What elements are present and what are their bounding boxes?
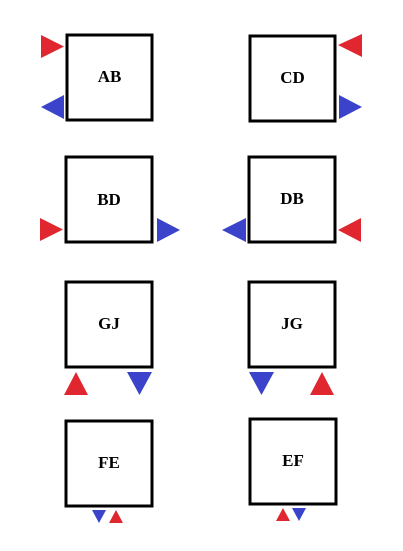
blue-triangle-down [292,508,306,521]
box-bd-frame [64,155,154,244]
box-ab-label: AB [98,67,122,86]
red-triangle-right [41,35,64,58]
box-cd-label: CD [280,68,305,87]
box-bd: BD [40,155,180,244]
box-ef-label: EF [282,451,304,470]
box-cd: CD [248,34,362,123]
box-ab-frame [65,33,154,122]
box-gj-label: GJ [98,314,120,333]
blue-triangle-down [92,510,106,523]
red-triangle-up [109,510,123,523]
box-jg-frame [247,280,337,369]
blue-triangle-down [127,372,152,395]
red-triangle-up [64,372,88,395]
box-cd-frame [248,34,337,123]
box-fe: FE [64,419,154,523]
box-gj: GJ [64,280,154,395]
box-gj-frame [64,280,154,369]
box-jg-label: JG [281,314,303,333]
box-db-frame [247,155,337,244]
box-db-label: DB [280,189,304,208]
red-triangle-up [276,508,290,521]
red-triangle-right [40,218,63,241]
blue-triangle-down [249,372,274,395]
box-ab: AB [41,33,154,122]
box-ef: EF [248,417,338,521]
box-db: DB [222,155,361,244]
red-triangle-left [338,34,362,57]
blue-triangle-left [41,95,64,119]
box-fe-label: FE [98,453,120,472]
red-triangle-left [338,218,361,242]
blue-triangle-right [157,218,180,242]
red-triangle-up [310,372,334,395]
box-fe-frame [64,419,154,508]
box-jg: JG [247,280,337,395]
blue-triangle-right [339,95,362,119]
box-ef-frame [248,417,338,506]
blue-triangle-left [222,218,246,242]
box-bd-label: BD [97,190,121,209]
